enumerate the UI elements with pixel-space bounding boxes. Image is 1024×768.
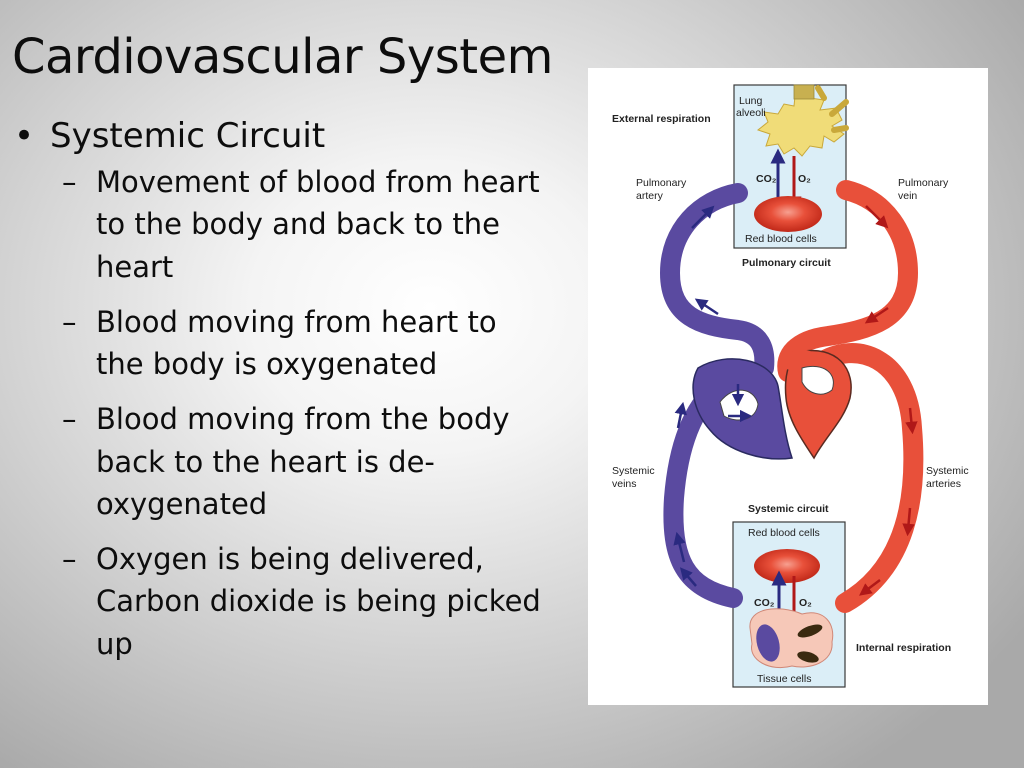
- bullet-systemic-circuit: • Systemic Circuit: [14, 116, 574, 157]
- red-blood-cells-label: Red blood cells: [745, 233, 817, 245]
- pulmonary-vein-label: Pulmonary: [898, 177, 949, 189]
- lung-alveoli-box: [733, 84, 849, 249]
- sub-bullet-list: – Movement of blood from heart to the bo…: [62, 161, 552, 666]
- red-blood-cells-label-bottom: Red blood cells: [748, 527, 820, 539]
- sub-bullets-container: – Movement of blood from heart to the bo…: [14, 161, 574, 666]
- bullet-marker: •: [14, 116, 35, 156]
- dash-marker: –: [62, 164, 77, 199]
- sub-bullet-text: Movement of blood from heart to the body…: [96, 164, 540, 285]
- systemic-veins-label-2: veins: [612, 478, 637, 490]
- dash-marker: –: [62, 541, 77, 576]
- circulation-diagram: External respiration Lung alveoli CO₂ O₂…: [588, 68, 988, 705]
- co2-label: CO₂: [756, 173, 777, 185]
- heart-icon: [692, 349, 852, 460]
- pulmonary-artery-label: Pulmonary: [636, 177, 687, 189]
- alveoli-label: alveoli: [736, 107, 766, 119]
- tissue-cells-icon: [749, 608, 834, 668]
- sub-bullet-text: Blood moving from heart to the body is o…: [96, 304, 497, 382]
- systemic-arteries-label: Systemic: [926, 465, 969, 477]
- lung-label: Lung: [739, 95, 763, 107]
- o2-label-bottom: O₂: [799, 597, 812, 609]
- bullet-list: • Systemic Circuit – Movement of blood f…: [14, 116, 574, 678]
- sub-bullet-item: – Blood moving from the body back to the…: [62, 398, 552, 526]
- pulmonary-vein-label-2: vein: [898, 190, 917, 202]
- circulation-diagram-svg: External respiration Lung alveoli CO₂ O₂…: [612, 84, 969, 688]
- dash-marker: –: [62, 304, 77, 339]
- sub-bullet-text: Blood moving from the body back to the h…: [96, 401, 510, 522]
- tissue-cells-box: [732, 521, 846, 688]
- slide-title: Cardiovascular System: [12, 29, 553, 85]
- systemic-circuit-label: Systemic circuit: [748, 503, 829, 515]
- tissue-cells-label: Tissue cells: [757, 673, 811, 685]
- flow-arrows: [673, 205, 918, 596]
- sub-bullet-text: Oxygen is being delivered, Carbon dioxid…: [96, 541, 541, 662]
- co2-label-bottom: CO₂: [754, 597, 775, 609]
- alveoli-icon: [756, 84, 849, 157]
- pulmonary-artery-label-2: artery: [636, 190, 664, 202]
- internal-respiration-label: Internal respiration: [856, 642, 951, 654]
- o2-label: O₂: [798, 173, 811, 185]
- red-blood-cell-icon: [754, 196, 822, 232]
- sub-bullet-item: – Oxygen is being delivered, Carbon diox…: [62, 538, 552, 666]
- dash-marker: –: [62, 401, 77, 436]
- red-blood-cell-icon: [754, 549, 820, 583]
- sub-bullet-item: – Movement of blood from heart to the bo…: [62, 161, 552, 289]
- external-respiration-label: External respiration: [612, 113, 711, 125]
- systemic-arteries-label-2: arteries: [926, 478, 961, 490]
- systemic-veins-label: Systemic: [612, 465, 655, 477]
- pulmonary-circuit-label: Pulmonary circuit: [742, 257, 831, 269]
- sub-bullet-item: – Blood moving from heart to the body is…: [62, 301, 552, 386]
- bullet-text: Systemic Circuit: [50, 116, 326, 156]
